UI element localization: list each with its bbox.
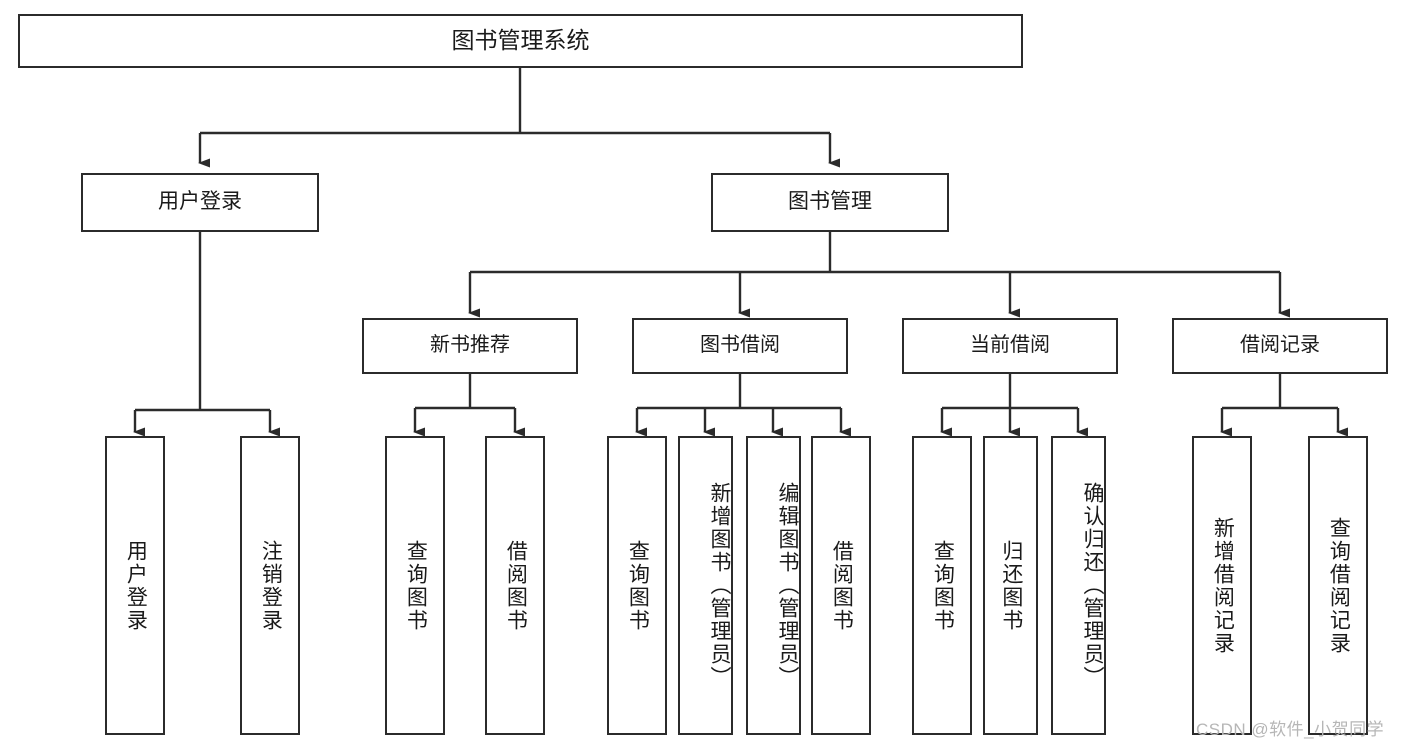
leaf-book-borrow-add-admin[interactable]: 新增图书（管理员） (678, 436, 733, 735)
leaf-new-book-borrow[interactable]: 借阅图书 (485, 436, 545, 735)
node-current-borrow[interactable]: 当前借阅 (902, 318, 1118, 374)
watermark-credit: CSDN @软件_小贺同学 (1196, 720, 1385, 739)
node-new-book-recommend[interactable]: 新书推荐 (362, 318, 578, 374)
leaf-current-borrow-return[interactable]: 归还图书 (983, 436, 1038, 735)
leaf-current-borrow-confirm-admin[interactable]: 确认归还（管理员） (1051, 436, 1106, 735)
node-borrow-record[interactable]: 借阅记录 (1172, 318, 1388, 374)
leaf-book-borrow-edit-admin[interactable]: 编辑图书（管理员） (746, 436, 801, 735)
leaf-user-login-signin[interactable]: 用户登录 (105, 436, 165, 735)
leaf-book-borrow-borrow[interactable]: 借阅图书 (811, 436, 871, 735)
leaf-book-borrow-query[interactable]: 查询图书 (607, 436, 667, 735)
leaf-borrow-record-query[interactable]: 查询借阅记录 (1308, 436, 1368, 735)
node-book-borrow[interactable]: 图书借阅 (632, 318, 848, 374)
node-user-login[interactable]: 用户登录 (81, 173, 319, 232)
node-root-system[interactable]: 图书管理系统 (18, 14, 1023, 68)
node-book-management[interactable]: 图书管理 (711, 173, 949, 232)
leaf-current-borrow-query[interactable]: 查询图书 (912, 436, 972, 735)
leaf-new-book-query[interactable]: 查询图书 (385, 436, 445, 735)
leaf-borrow-record-add[interactable]: 新增借阅记录 (1192, 436, 1252, 735)
leaf-user-login-signout[interactable]: 注销登录 (240, 436, 300, 735)
